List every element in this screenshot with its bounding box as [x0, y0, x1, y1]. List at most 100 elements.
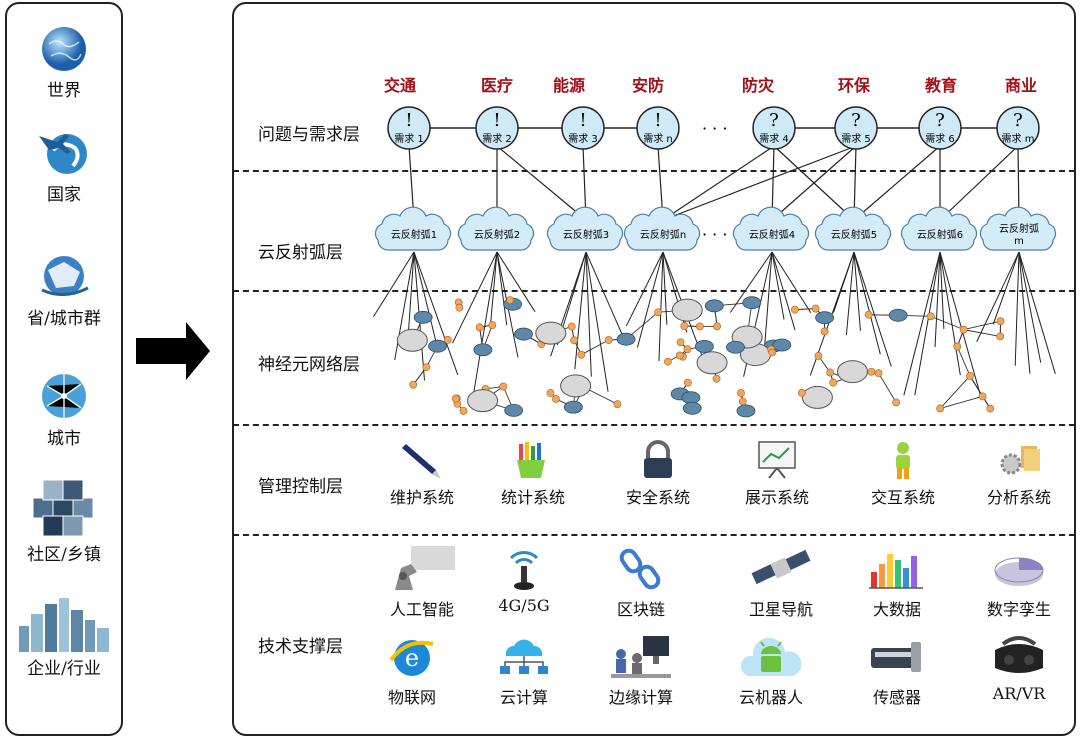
- scale-world: 世界: [5, 24, 123, 101]
- pen-icon: [402, 444, 440, 478]
- neuron-link: [939, 375, 971, 409]
- tech-label: 4G/5G: [498, 596, 550, 615]
- arc-fan-link: [853, 251, 892, 367]
- domain-label: 教育: [924, 76, 957, 95]
- neuron-node: [506, 296, 514, 305]
- neuron-link: [963, 329, 1001, 337]
- neuron-link: [963, 320, 1001, 331]
- neuron-node: [874, 369, 883, 378]
- arc-fan-link: [939, 251, 982, 397]
- need-label: 需求 5: [841, 133, 871, 145]
- edge-computer-icon: [611, 636, 671, 678]
- neuron-node: [683, 345, 692, 354]
- arc-fan-link: [771, 251, 785, 320]
- padlock-icon: [644, 440, 672, 478]
- neuron-node: [409, 380, 418, 389]
- layer-label-demand: 问题与需求层: [258, 125, 360, 145]
- neuron-blue: [514, 327, 533, 341]
- neuron-blue: [681, 391, 701, 405]
- reflex-arc-cloud: 云反射弧1: [374, 206, 452, 251]
- control-system-analysis: 分析系统: [964, 440, 1074, 508]
- need-cloud-link: [771, 145, 857, 221]
- neuron-hub: [535, 321, 567, 345]
- arc-fan-link: [1018, 251, 1056, 374]
- layer-separator: [233, 534, 1075, 536]
- neuron-node: [936, 404, 945, 413]
- arc-fan-link: [992, 251, 1020, 325]
- arc-fan-link: [413, 251, 439, 351]
- neuron-link: [581, 339, 609, 356]
- neuron-node: [864, 310, 873, 319]
- need-symbol: !: [405, 110, 412, 131]
- domain-label: 医疗: [480, 76, 513, 95]
- neuron-node: [455, 303, 464, 312]
- neuron-node: [811, 304, 820, 313]
- need-node: ?需求 4: [752, 106, 796, 150]
- reflex-arc-label: 云反射弧2: [474, 228, 520, 241]
- reflex-arc-cloud: 云反射弧3: [546, 206, 624, 251]
- reflex-arc-label: 云反射弧: [999, 222, 1039, 235]
- need-label: 需求 m: [1002, 133, 1035, 145]
- neuron-node: [959, 325, 968, 334]
- neuron-node: [683, 378, 692, 387]
- arc-fan-link: [585, 251, 628, 346]
- neuron-blue: [888, 308, 908, 322]
- scale-label: 国家: [47, 185, 81, 205]
- domain-label: 环保: [837, 76, 870, 95]
- need-label: 需求 2: [482, 133, 512, 145]
- neuron-node: [680, 322, 689, 330]
- reflex-arc-cloud: 云反射弧n: [623, 206, 701, 251]
- arc-fan-link: [914, 251, 941, 396]
- arc-fan-link: [853, 251, 861, 331]
- arc-fan-link: [658, 251, 664, 362]
- arc-fan-link: [934, 251, 941, 348]
- neuron-node: [790, 305, 799, 314]
- neuron-node: [577, 350, 586, 359]
- neuron-hub: [396, 328, 428, 352]
- scale-label: 城市: [47, 429, 81, 449]
- layer-separator: [233, 424, 1075, 426]
- arc-fan-link: [490, 251, 498, 324]
- tech-sensor: 传感器: [842, 634, 952, 708]
- need-cloud-link: [853, 145, 941, 221]
- tech-label: 云机器人: [738, 688, 803, 707]
- neuron-node: [451, 394, 460, 403]
- reflex-arc-label: m: [1014, 236, 1024, 247]
- neuron-node: [797, 389, 806, 397]
- neuron-node: [953, 342, 962, 351]
- reflex-arc-cloud: 云反射弧6: [900, 206, 978, 251]
- neuron-node: [829, 378, 838, 387]
- arc-fan-link: [413, 251, 459, 376]
- arc-fan-link: [903, 251, 941, 396]
- tech-label: 传感器: [872, 688, 921, 707]
- need-node: ?需求 5: [834, 106, 878, 150]
- arc-fan-link: [763, 251, 773, 360]
- neuron-link: [969, 375, 984, 397]
- need-label: 需求 3: [568, 133, 598, 145]
- neuron-node: [422, 363, 431, 372]
- right-arrow-icon: [136, 322, 210, 380]
- tech-edge-computing: 边缘计算: [586, 634, 696, 708]
- layer-separator: [233, 290, 1075, 292]
- sensor-device-icon: [871, 642, 921, 672]
- neuron-node: [567, 322, 576, 331]
- neuron-hub: [696, 351, 728, 375]
- pencil-cup-icon: [517, 442, 545, 478]
- svg-text:e: e: [405, 644, 419, 672]
- need-label: 需求 n: [643, 133, 673, 145]
- neuron-node: [867, 367, 876, 376]
- arc-fan-link: [585, 251, 592, 377]
- tech-label: 大数据: [872, 600, 921, 619]
- need-symbol: !: [579, 110, 586, 131]
- globe-map-icon: [41, 256, 89, 296]
- arc-fan-link: [729, 251, 773, 313]
- neuron-blue: [473, 343, 493, 357]
- tech-blockchain: 区块链: [586, 546, 696, 620]
- arc-fan-link: [976, 251, 1020, 342]
- ie-globe-icon: e: [389, 640, 434, 676]
- arc-fan-link: [939, 251, 961, 376]
- neuron-node: [892, 398, 901, 407]
- antenna-icon: [509, 551, 539, 590]
- arc-fan-link: [452, 251, 498, 344]
